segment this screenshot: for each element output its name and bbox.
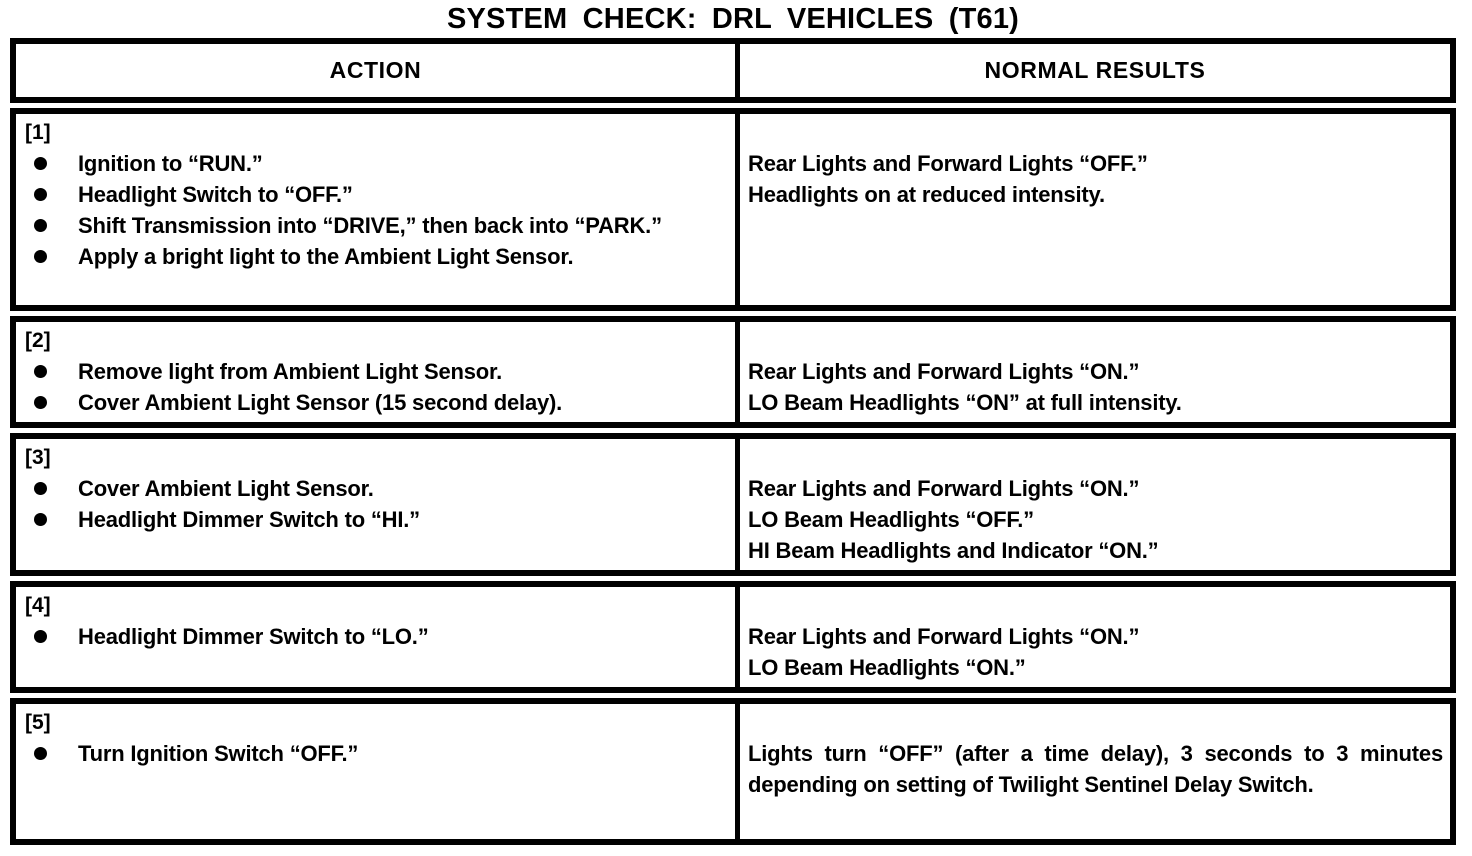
- step-number: [5]: [25, 711, 51, 734]
- result-line: LO Beam Headlights “ON.”: [748, 655, 1026, 680]
- bullet-icon: [34, 188, 47, 201]
- action-cell: [5] Turn Ignition Switch “OFF.”: [16, 704, 740, 839]
- result-line: HI Beam Headlights and Indicator “ON.”: [748, 538, 1159, 563]
- document-page: SYSTEM CHECK: DRL VEHICLES (T61) ACTION …: [10, 0, 1456, 845]
- result-line: Headlights on at reduced intensity.: [748, 182, 1105, 207]
- action-item: Shift Transmission into “DRIVE,” then ba…: [25, 210, 727, 241]
- column-header-normal-results: NORMAL RESULTS: [984, 57, 1206, 83]
- table-row: [4] Headlight Dimmer Switch to “LO.” Rea…: [10, 581, 1456, 693]
- action-list: Remove light from Ambient Light Sensor. C…: [25, 356, 727, 418]
- action-text: Headlight Dimmer Switch to “LO.”: [78, 624, 429, 649]
- results-cell: Rear Lights and Forward Lights “ON.” LO B…: [740, 439, 1450, 570]
- result-line: LO Beam Headlights “OFF.”: [748, 507, 1034, 532]
- system-check-table: [1] Ignition to “RUN.” Headlight Switch t…: [10, 108, 1456, 845]
- bullet-icon: [34, 219, 47, 232]
- table-row: [3] Cover Ambient Light Sensor. Headlight…: [10, 433, 1456, 576]
- step-number: [4]: [25, 594, 51, 617]
- action-cell: [4] Headlight Dimmer Switch to “LO.”: [16, 587, 740, 687]
- bullet-icon: [34, 396, 47, 409]
- bullet-icon: [34, 513, 47, 526]
- action-list: Cover Ambient Light Sensor. Headlight Dim…: [25, 473, 727, 535]
- bullet-icon: [34, 250, 47, 263]
- action-item: Turn Ignition Switch “OFF.”: [25, 738, 727, 769]
- action-text: Headlight Dimmer Switch to “HI.”: [78, 507, 420, 532]
- action-text: Ignition to “RUN.”: [78, 151, 263, 176]
- bullet-icon: [34, 157, 47, 170]
- table-header-row: ACTION NORMAL RESULTS: [10, 38, 1456, 103]
- action-text: Apply a bright light to the Ambient Ligh…: [78, 244, 574, 269]
- action-item: Cover Ambient Light Sensor.: [25, 473, 727, 504]
- result-line: LO Beam Headlights “ON” at full intensit…: [748, 390, 1182, 415]
- action-text: Remove light from Ambient Light Sensor.: [78, 359, 503, 384]
- action-item: Remove light from Ambient Light Sensor.: [25, 356, 727, 387]
- bullet-icon: [34, 747, 47, 760]
- results-cell: Lights turn “OFF” (after a time delay), …: [740, 704, 1450, 839]
- action-cell: [3] Cover Ambient Light Sensor. Headlight…: [16, 439, 740, 570]
- result-line: Rear Lights and Forward Lights “OFF.”: [748, 151, 1148, 176]
- action-list: Ignition to “RUN.” Headlight Switch to “O…: [25, 148, 727, 272]
- results-cell: Rear Lights and Forward Lights “ON.” LO B…: [740, 587, 1450, 687]
- results-cell: Rear Lights and Forward Lights “OFF.” Hea…: [740, 114, 1450, 305]
- action-item: Cover Ambient Light Sensor (15 second de…: [25, 387, 727, 418]
- page-title: SYSTEM CHECK: DRL VEHICLES (T61): [446, 3, 1020, 35]
- step-number: [2]: [25, 329, 51, 352]
- column-header-action: ACTION: [16, 44, 740, 97]
- action-text: Shift Transmission into “DRIVE,” then ba…: [78, 213, 662, 238]
- result-line: Lights turn “OFF” (after a time delay), …: [748, 741, 1443, 797]
- table-row: [2] Remove light from Ambient Light Sens…: [10, 316, 1456, 428]
- action-list: Headlight Dimmer Switch to “LO.”: [25, 621, 727, 652]
- bullet-icon: [34, 482, 47, 495]
- action-list: Turn Ignition Switch “OFF.”: [25, 738, 727, 769]
- action-text: Headlight Switch to “OFF.”: [78, 182, 353, 207]
- bullet-icon: [34, 630, 47, 643]
- action-item: Headlight Switch to “OFF.”: [25, 179, 727, 210]
- action-item: Ignition to “RUN.”: [25, 148, 727, 179]
- action-cell: [1] Ignition to “RUN.” Headlight Switch t…: [16, 114, 740, 305]
- action-text: Turn Ignition Switch “OFF.”: [78, 741, 359, 766]
- action-item: Headlight Dimmer Switch to “LO.”: [25, 621, 727, 652]
- action-item: Apply a bright light to the Ambient Ligh…: [25, 241, 727, 272]
- step-number: [3]: [25, 446, 51, 469]
- table-row: [5] Turn Ignition Switch “OFF.” Lights t…: [10, 698, 1456, 845]
- action-text: Cover Ambient Light Sensor (15 second de…: [78, 390, 563, 415]
- step-number: [1]: [25, 121, 51, 144]
- action-cell: [2] Remove light from Ambient Light Sens…: [16, 322, 740, 422]
- action-text: Cover Ambient Light Sensor.: [78, 476, 374, 501]
- bullet-icon: [34, 365, 47, 378]
- results-cell: Rear Lights and Forward Lights “ON.” LO B…: [740, 322, 1450, 422]
- action-item: Headlight Dimmer Switch to “HI.”: [25, 504, 727, 535]
- result-line: Rear Lights and Forward Lights “ON.”: [748, 476, 1140, 501]
- result-line: Rear Lights and Forward Lights “ON.”: [748, 359, 1140, 384]
- result-line: Rear Lights and Forward Lights “ON.”: [748, 624, 1140, 649]
- table-row: [1] Ignition to “RUN.” Headlight Switch t…: [10, 108, 1456, 311]
